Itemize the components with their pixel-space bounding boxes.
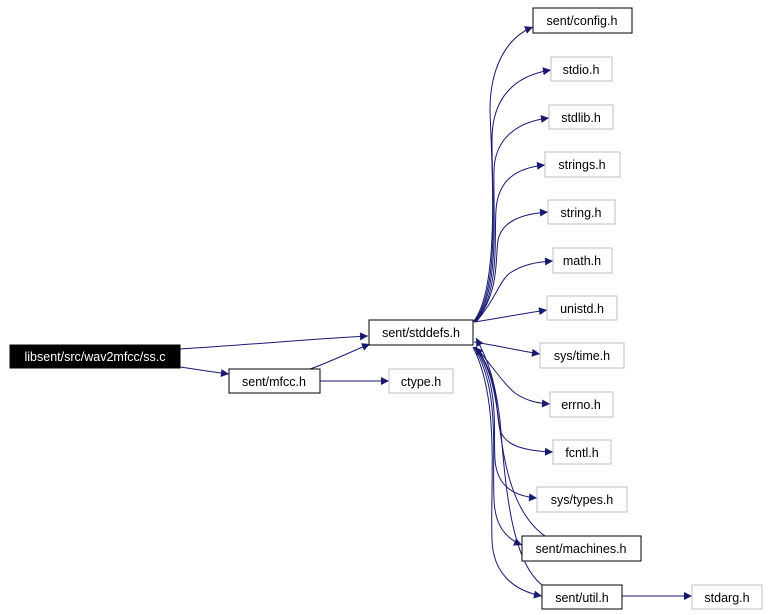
edge-stddefs-to-util bbox=[472, 346, 543, 599]
node-label: string.h bbox=[561, 206, 602, 220]
node-label: ctype.h bbox=[401, 375, 441, 389]
node-label: math.h bbox=[563, 254, 601, 268]
node-systime[interactable]: sys/time.h bbox=[539, 342, 625, 369]
node-math[interactable]: math.h bbox=[552, 247, 613, 274]
node-stdio[interactable]: stdio.h bbox=[550, 56, 613, 82]
edge-stddefs-to-machines bbox=[473, 346, 523, 546]
node-label: sys/types.h bbox=[551, 493, 614, 507]
edge-mfcc-to-stddefs bbox=[309, 343, 371, 370]
edge-root-to-mfcc bbox=[179, 366, 230, 378]
node-ctype[interactable]: ctype.h bbox=[388, 368, 454, 394]
edge-stddefs-to-stdlib bbox=[474, 114, 550, 323]
edge-stddefs-to-systypes bbox=[474, 346, 538, 502]
node-fcntl[interactable]: fcntl.h bbox=[552, 439, 612, 465]
node-util[interactable]: sent/util.h bbox=[541, 584, 623, 610]
edge-stddefs-to-config bbox=[472, 26, 534, 323]
edge-root-to-stddefs bbox=[179, 332, 369, 350]
node-errno[interactable]: errno.h bbox=[549, 391, 614, 418]
node-config[interactable]: sent/config.h bbox=[532, 7, 633, 34]
node-label: strings.h bbox=[558, 158, 605, 172]
node-machines[interactable]: sent/machines.h bbox=[521, 535, 642, 562]
node-label: fcntl.h bbox=[565, 446, 598, 460]
node-mfcc[interactable]: sent/mfcc.h bbox=[228, 368, 321, 394]
node-stddefs[interactable]: sent/stddefs.h bbox=[368, 319, 474, 346]
node-label: unistd.h bbox=[560, 302, 604, 316]
node-string[interactable]: string.h bbox=[547, 199, 616, 225]
edge-stddefs-to-unistd bbox=[473, 307, 548, 323]
edge-stddefs-to-string bbox=[475, 208, 549, 323]
node-unistd[interactable]: unistd.h bbox=[546, 295, 618, 321]
node-systypes[interactable]: sys/types.h bbox=[536, 486, 628, 513]
node-label: stdlib.h bbox=[561, 111, 601, 125]
node-label: sent/util.h bbox=[555, 591, 609, 605]
node-label: sent/stddefs.h bbox=[382, 326, 460, 340]
edge-stddefs-to-strings bbox=[475, 161, 546, 323]
node-stdlib[interactable]: stdlib.h bbox=[548, 104, 614, 130]
node-label: errno.h bbox=[561, 398, 601, 412]
edge-stddefs-to-errno bbox=[475, 346, 551, 408]
edge-stddefs-to-systime bbox=[473, 341, 541, 357]
node-root[interactable]: libsent/src/wav2mfcc/ss.c bbox=[9, 344, 181, 369]
edge-stddefs-to-math bbox=[475, 257, 554, 323]
node-label: libsent/src/wav2mfcc/ss.c bbox=[24, 350, 165, 364]
edges bbox=[179, 26, 692, 600]
node-label: sys/time.h bbox=[554, 349, 610, 363]
node-label: stdio.h bbox=[563, 63, 600, 77]
node-label: sent/mfcc.h bbox=[242, 375, 306, 389]
edge-stddefs-to-stdio bbox=[473, 67, 552, 323]
node-strings[interactable]: strings.h bbox=[544, 151, 621, 178]
nodes: libsent/src/wav2mfcc/ss.c sent/stddefs.h… bbox=[9, 7, 763, 610]
node-label: sent/config.h bbox=[547, 14, 618, 28]
edge-machines-to-stddefs bbox=[474, 346, 546, 537]
node-label: sent/machines.h bbox=[535, 542, 626, 556]
node-stdarg[interactable]: stdarg.h bbox=[691, 584, 763, 610]
node-label: stdarg.h bbox=[704, 591, 749, 605]
